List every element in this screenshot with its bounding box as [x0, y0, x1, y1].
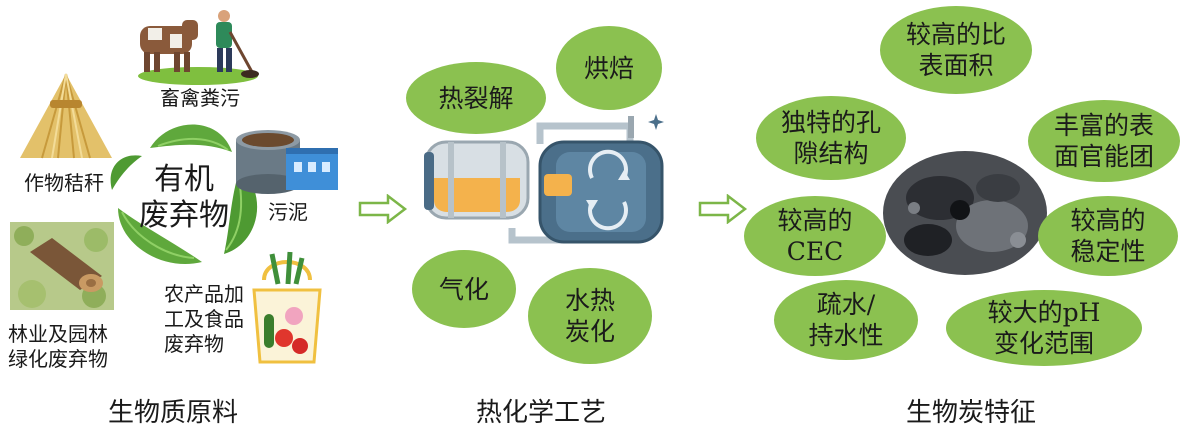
feedstock-caption: 生物质原料 — [108, 398, 239, 428]
flow-arrow-2-icon — [698, 194, 748, 224]
feature-specific-surface-area: 较高的比 表面积 — [880, 6, 1032, 94]
feedstock-label-agrifood: 农产品加 工及食品 废弃物 — [164, 282, 244, 356]
feedstock-label-sludge: 污泥 — [268, 200, 308, 224]
feedstock-center-title: 有机 废弃物 — [139, 162, 229, 233]
process-method-hydrothermal: 水热 炭化 — [528, 268, 652, 364]
process-section: 热裂解 烘焙 气化 水热 炭化 热化学工艺 — [400, 0, 720, 428]
feedstock-label-manure: 畜禽粪污 — [160, 86, 240, 110]
produce-bag-icon — [252, 251, 322, 364]
sludge-tank-icon — [236, 130, 338, 194]
feedstock-label-forestry: 林业及园林 绿化废弃物 — [8, 322, 108, 371]
feature-pore-structure: 独特的孔 隙结构 — [756, 96, 906, 180]
livestock-farmer-icon — [138, 10, 259, 85]
forest-log-icon — [10, 222, 114, 310]
straw-bundle-icon — [20, 73, 112, 159]
feedstock-label-straw: 作物秸秆 — [24, 171, 104, 195]
feature-ph-range: 较大的pH 变化范围 — [946, 290, 1142, 366]
process-method-torrefaction: 烘焙 — [556, 26, 662, 110]
feature-cec: 较高的 CEC — [744, 196, 886, 276]
process-method-gasification: 气化 — [412, 250, 516, 328]
process-caption: 热化学工艺 — [476, 398, 607, 428]
process-method-pyrolysis: 热裂解 — [406, 62, 546, 134]
feedstock-section: 畜禽粪污 作物秸秆 有机 废弃物 污泥 — [0, 0, 360, 428]
features-section: 较高的比 表面积 独特的孔 隙结构 丰富的表 面官能团 较高的 CEC 较高的 … — [740, 0, 1180, 428]
feature-functional-groups: 丰富的表 面官能团 — [1028, 100, 1180, 182]
flow-arrow-1-icon — [358, 194, 408, 224]
reactor-icon — [424, 114, 664, 244]
biochar-photo-icon — [883, 151, 1047, 275]
features-caption: 生物炭特征 — [906, 398, 1037, 428]
feature-hydrophobicity: 疏水/ 持水性 — [774, 280, 918, 360]
recycle-leaves-icon — [110, 124, 258, 265]
feature-stability: 较高的 稳定性 — [1038, 196, 1178, 276]
